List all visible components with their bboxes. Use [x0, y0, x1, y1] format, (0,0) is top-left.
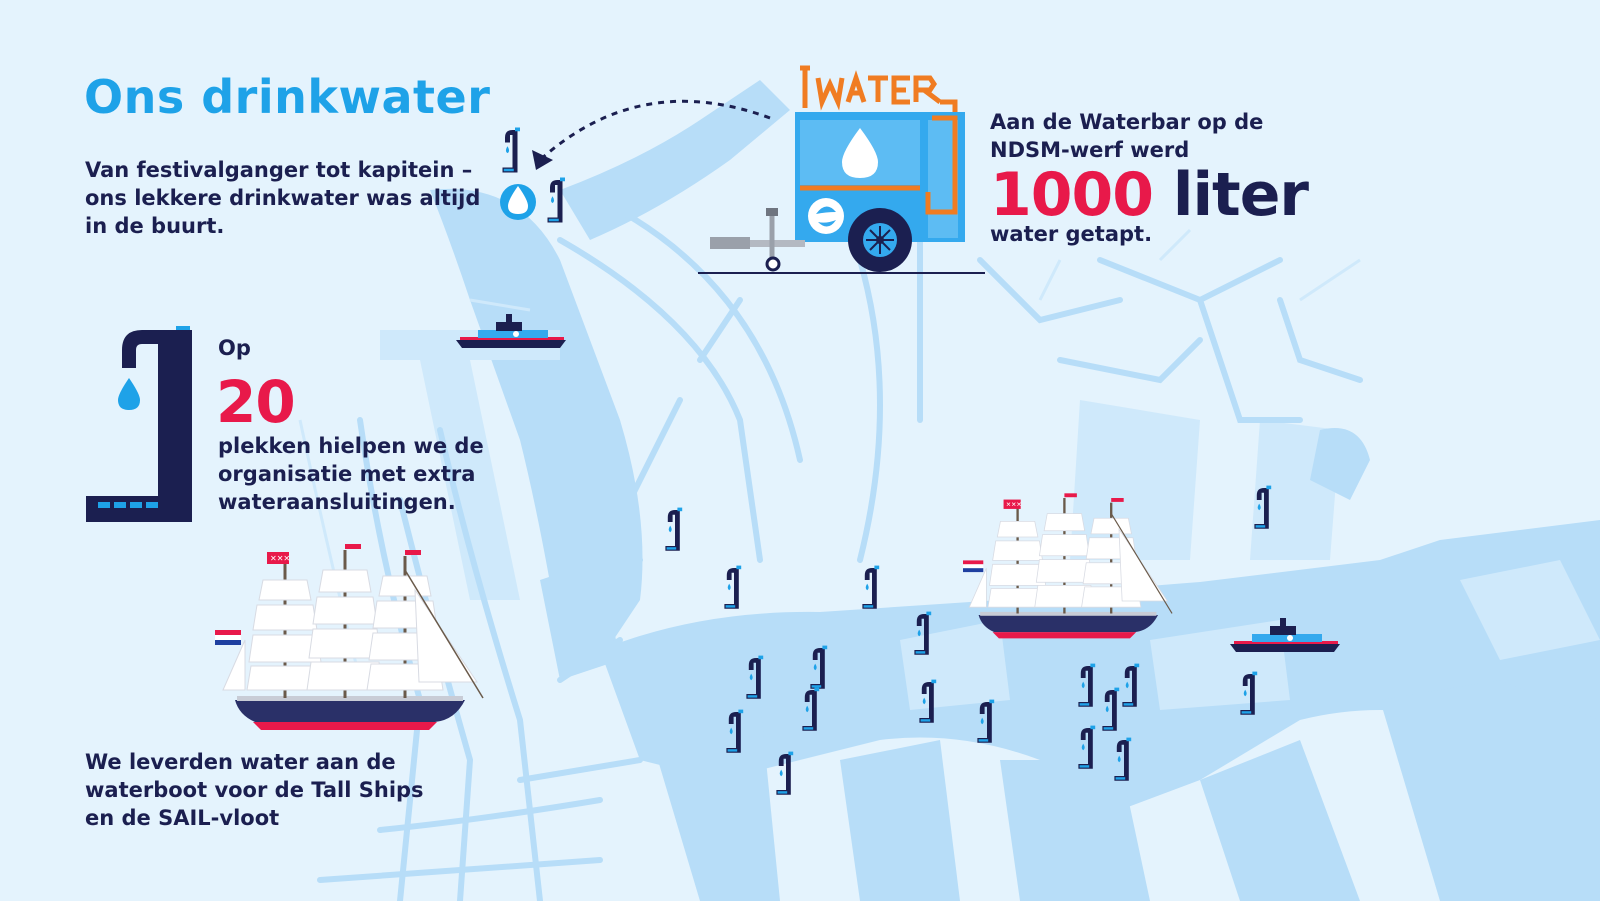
- taps-stat-prefix: Op: [218, 336, 251, 360]
- arrow-head-icon: [532, 150, 553, 170]
- water-tap-icon: [724, 565, 742, 609]
- big-water-tap-icon: [86, 326, 192, 522]
- waterbar-amount: 1000 liter: [990, 160, 1309, 230]
- waterbar-unit: liter: [1172, 160, 1309, 230]
- page-title: Ons drinkwater: [84, 70, 491, 124]
- dotted-arrow: [538, 99, 771, 162]
- water-trailer-icon: [698, 65, 985, 274]
- waterbar-number: 1000: [990, 160, 1154, 230]
- water-tap-icon: [502, 127, 520, 173]
- waterbar-suffix: water getapt.: [990, 222, 1153, 246]
- water-tap-icon: [547, 177, 565, 223]
- taps-stat-number: 20: [216, 368, 296, 436]
- ships-note: We leverden water aan de waterboot voor …: [85, 750, 424, 830]
- taps-stat-description: plekken hielpen we de organisatie met ex…: [218, 434, 484, 514]
- water-tap-icon: [665, 507, 683, 551]
- intro-text: Van festivalganger tot kapitein – ons le…: [85, 158, 481, 238]
- water-drop-icon: [500, 184, 536, 220]
- harbour-water: [380, 80, 1600, 901]
- waterbar-intro: Aan de Waterbar op de NDSM-werf werd: [990, 110, 1264, 162]
- water-tap-icon: [862, 565, 880, 609]
- tall-ship-icon: [213, 542, 485, 732]
